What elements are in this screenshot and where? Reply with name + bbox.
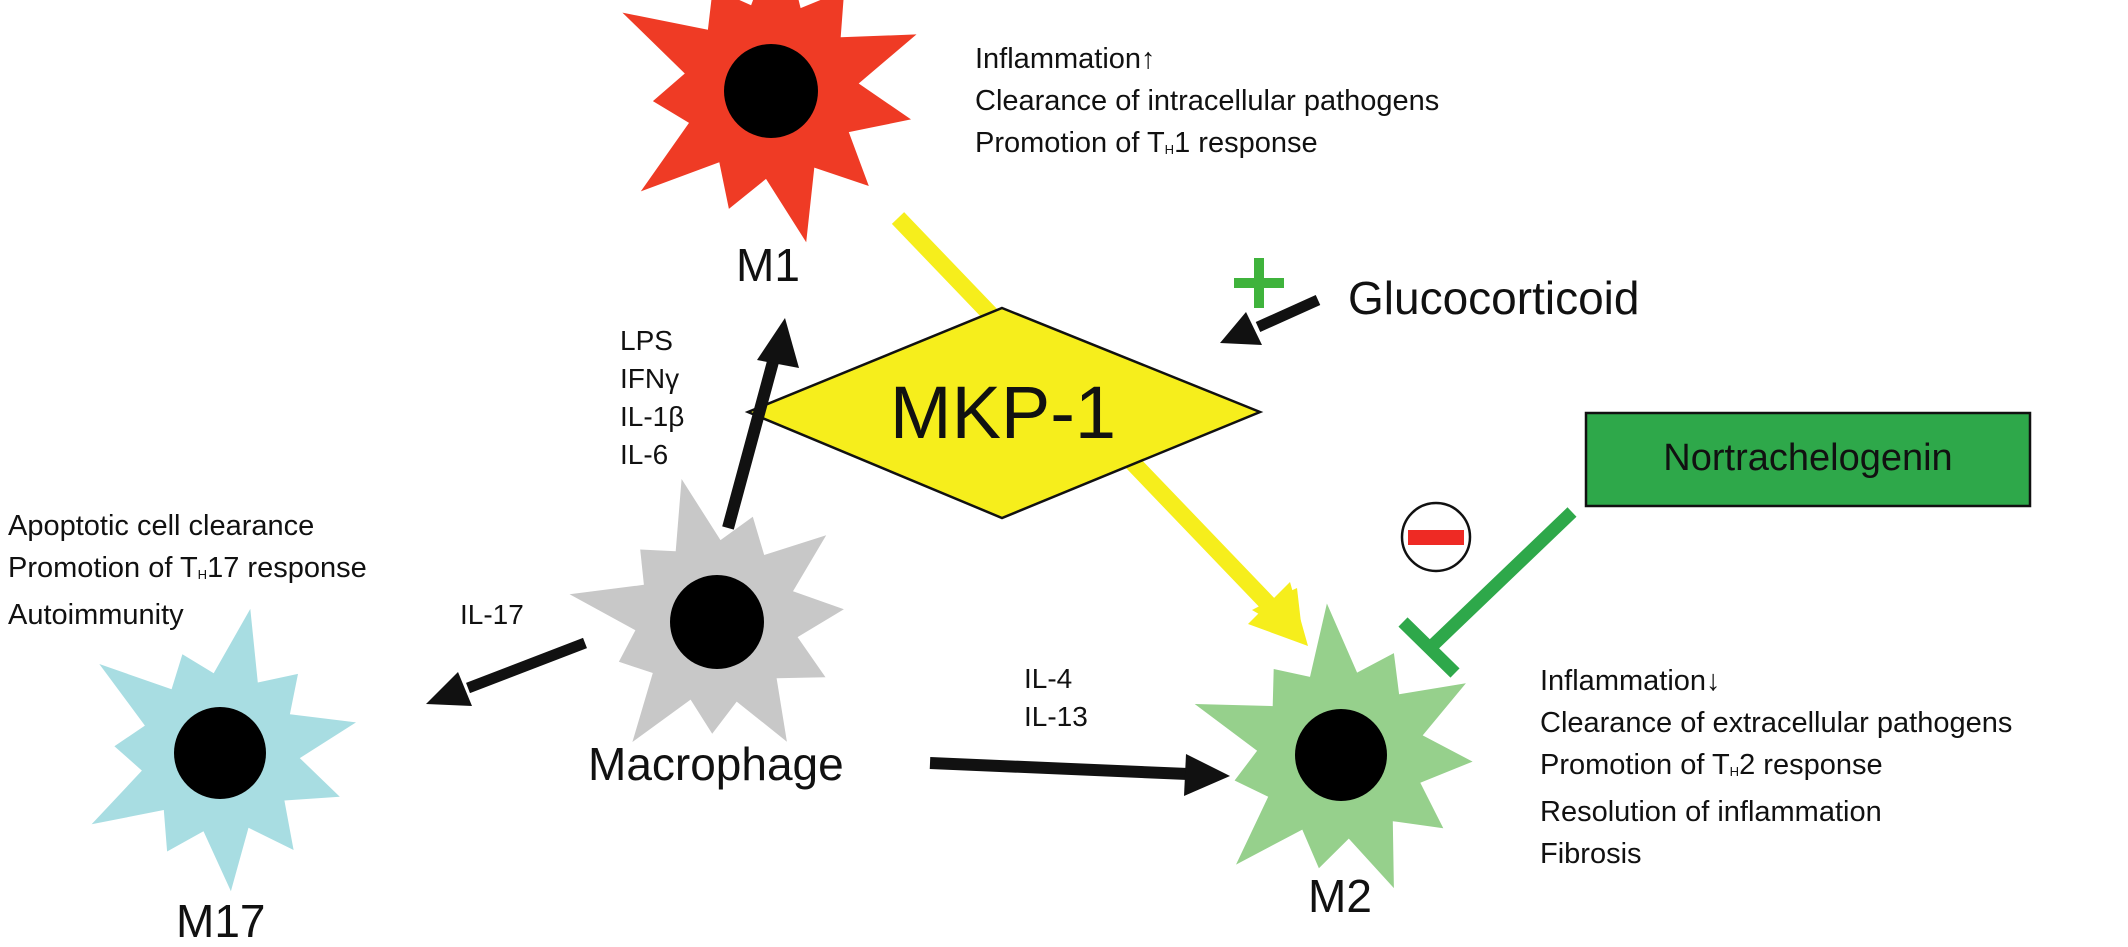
m1-effects: Inflammation↑ Clearance of intracellular…: [975, 38, 1439, 169]
nortrachelogenin-box: [1584, 411, 2032, 508]
mkp1-diamond: [744, 306, 1264, 520]
m2-stimuli: IL-4 IL-13: [1024, 660, 1088, 736]
m17-cell: [91, 608, 356, 892]
macrophage-cell: [569, 479, 844, 742]
stimulus-lps: LPS: [620, 325, 673, 356]
m1-effect-3: Promotion of TH1 response: [975, 127, 1318, 159]
m1-effect-1: Inflammation↑: [975, 43, 1156, 75]
m17-effect-1: Apoptotic cell clearance: [8, 510, 315, 542]
m2-effect-4: Resolution of inflammation: [1540, 796, 1882, 828]
stimulus-ifn-gamma: IFNγ: [620, 363, 680, 394]
glucocorticoid-label: Glucocorticoid: [1348, 272, 1640, 324]
inhibition-nortrachelogenin-to-m2: [1398, 507, 1577, 678]
m2-effect-5: Fibrosis: [1540, 838, 1642, 870]
stimulus-il-13: IL-13: [1024, 701, 1088, 732]
plus-icon: [1234, 258, 1284, 308]
nortrachelogenin-label: Nortrachelogenin: [1663, 437, 1953, 479]
stimulus-il-4: IL-4: [1024, 663, 1073, 694]
arrow-macrophage-to-m2: [929, 754, 1230, 796]
m17-label: M17: [176, 895, 266, 947]
m2-label: M2: [1308, 870, 1372, 922]
m2-effect-2: Clearance of extracellular pathogens: [1540, 707, 2013, 739]
stimulus-il-6: IL-6: [620, 439, 669, 470]
macrophage-label: Macrophage: [588, 738, 844, 790]
m17-effect-2: Promotion of TH17 response: [8, 552, 367, 584]
arrow-macrophage-to-m1: [722, 318, 799, 530]
m1-cell: [622, 0, 917, 243]
m2-cell: [1194, 603, 1473, 889]
m1-label: M1: [736, 239, 800, 291]
m2-effect-3: Promotion of TH2 response: [1540, 749, 1883, 781]
mkp1-label: MKP-1: [889, 371, 1117, 454]
m2-effect-1: Inflammation↓: [1540, 665, 1721, 697]
m17-effect-3: Autoimmunity: [8, 599, 184, 631]
m17-effects: Apoptotic cell clearance Promotion of TH…: [8, 505, 367, 636]
m2-effects: Inflammation↓ Clearance of extracellular…: [1540, 660, 2012, 875]
minus-circle-icon: [1400, 501, 1472, 573]
m1-effect-2: Clearance of intracellular pathogens: [975, 85, 1440, 117]
m1-stimuli: LPS IFNγ IL-1β IL-6: [620, 322, 684, 474]
arrow-macrophage-to-m17: [426, 637, 587, 706]
arrow-glucocorticoid-to-mkp1: [1220, 294, 1321, 345]
stimulus-il-1-beta: IL-1β: [620, 401, 685, 432]
m17-stimulus: IL-17: [460, 599, 524, 630]
